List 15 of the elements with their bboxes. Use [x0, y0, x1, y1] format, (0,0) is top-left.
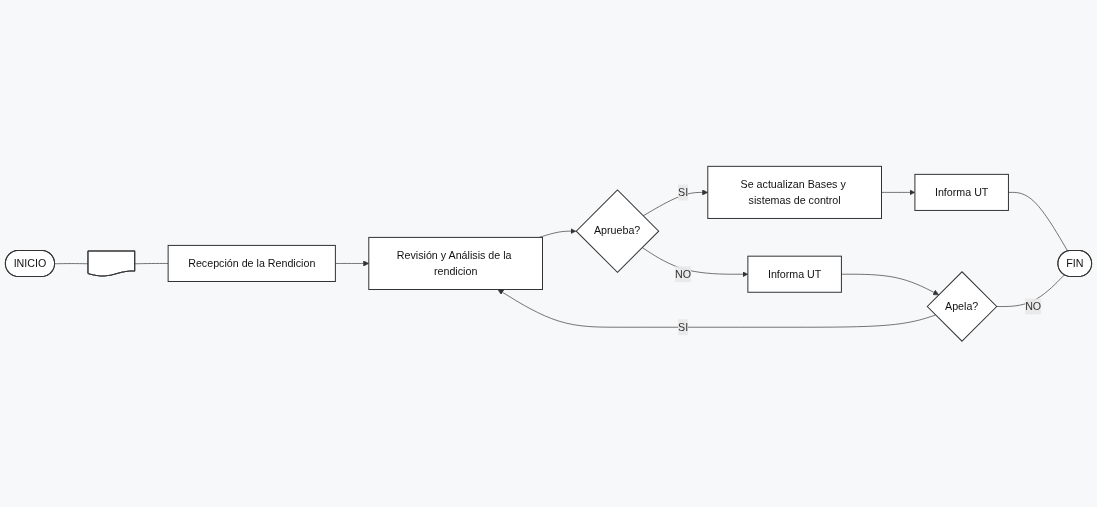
node-box: Se actualizan Bases y sistemas de control: [707, 165, 882, 219]
edge-label: NO: [675, 267, 692, 280]
edge-label: NO: [1025, 300, 1042, 312]
connector: [1008, 191, 1069, 252]
edge-label: SI: [678, 320, 689, 333]
node-box: Recepción de la Rendicion: [167, 244, 336, 282]
node-box: Informa UT: [914, 173, 1009, 211]
connector: [54, 262, 89, 264]
connector: [996, 274, 1065, 307]
node-diamond: Apela?: [926, 271, 998, 342]
node-box: Revisión y Análisis de la rendicion: [368, 236, 543, 290]
edge-label: SI: [678, 186, 689, 198]
node-box: Informa UT: [747, 255, 842, 293]
connector: [134, 262, 169, 264]
node-diamond: Aprueba?: [575, 189, 660, 273]
